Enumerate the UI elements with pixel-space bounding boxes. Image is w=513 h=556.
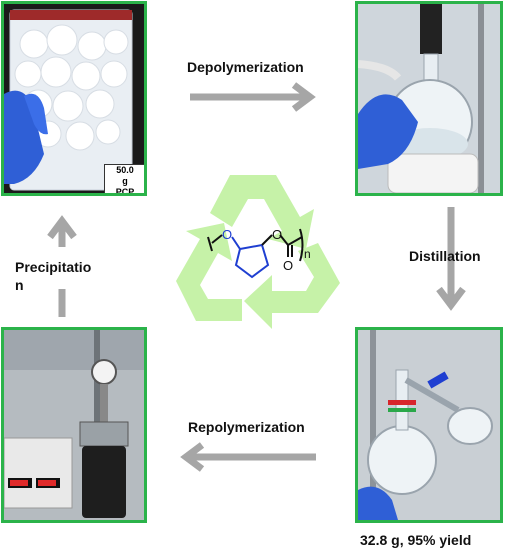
photo-pcpc-bag: 50.0 g PCP C — [1, 1, 147, 196]
pcpc-structure — [207, 228, 304, 279]
flask-illustration — [358, 4, 500, 193]
label-distillation: Distillation — [409, 248, 481, 264]
yield-text: 32.8 g, 95% yield — [360, 532, 472, 548]
photo-reactor — [1, 327, 147, 523]
photo-distillation-setup — [355, 327, 503, 523]
sample-label-line2: g — [122, 176, 128, 186]
label-precipitation: Precipitatio n — [15, 258, 91, 294]
label-precipitation-line1: Precipitatio — [15, 259, 92, 275]
distillation-illustration — [358, 330, 500, 520]
label-precipitation-line2: n — [15, 277, 24, 293]
recycle-symbol — [176, 175, 340, 329]
arrow-depolymerization — [190, 82, 316, 112]
sample-label-line3: PCP — [115, 187, 135, 196]
sample-label: 50.0 g PCP C — [104, 164, 144, 196]
arrow-distillation — [436, 207, 466, 311]
bag-illustration — [4, 9, 133, 191]
arrow-repolymerization — [180, 442, 316, 472]
structure-subscript-n: n — [304, 247, 311, 261]
structure-oxygen-left: O — [222, 227, 233, 242]
recycle-arrows — [176, 175, 340, 329]
structure-oxygen-top: O — [272, 227, 283, 242]
label-repolymerization: Repolymerization — [188, 419, 305, 435]
reactor-illustration — [4, 330, 144, 520]
structure-oxygen-bottom: O — [283, 258, 294, 273]
arrow-precipitation — [47, 215, 77, 317]
photo-depolymerization-flask — [355, 1, 503, 196]
sample-label-line1: 50.0 — [116, 165, 134, 175]
label-depolymerization: Depolymerization — [187, 59, 304, 75]
